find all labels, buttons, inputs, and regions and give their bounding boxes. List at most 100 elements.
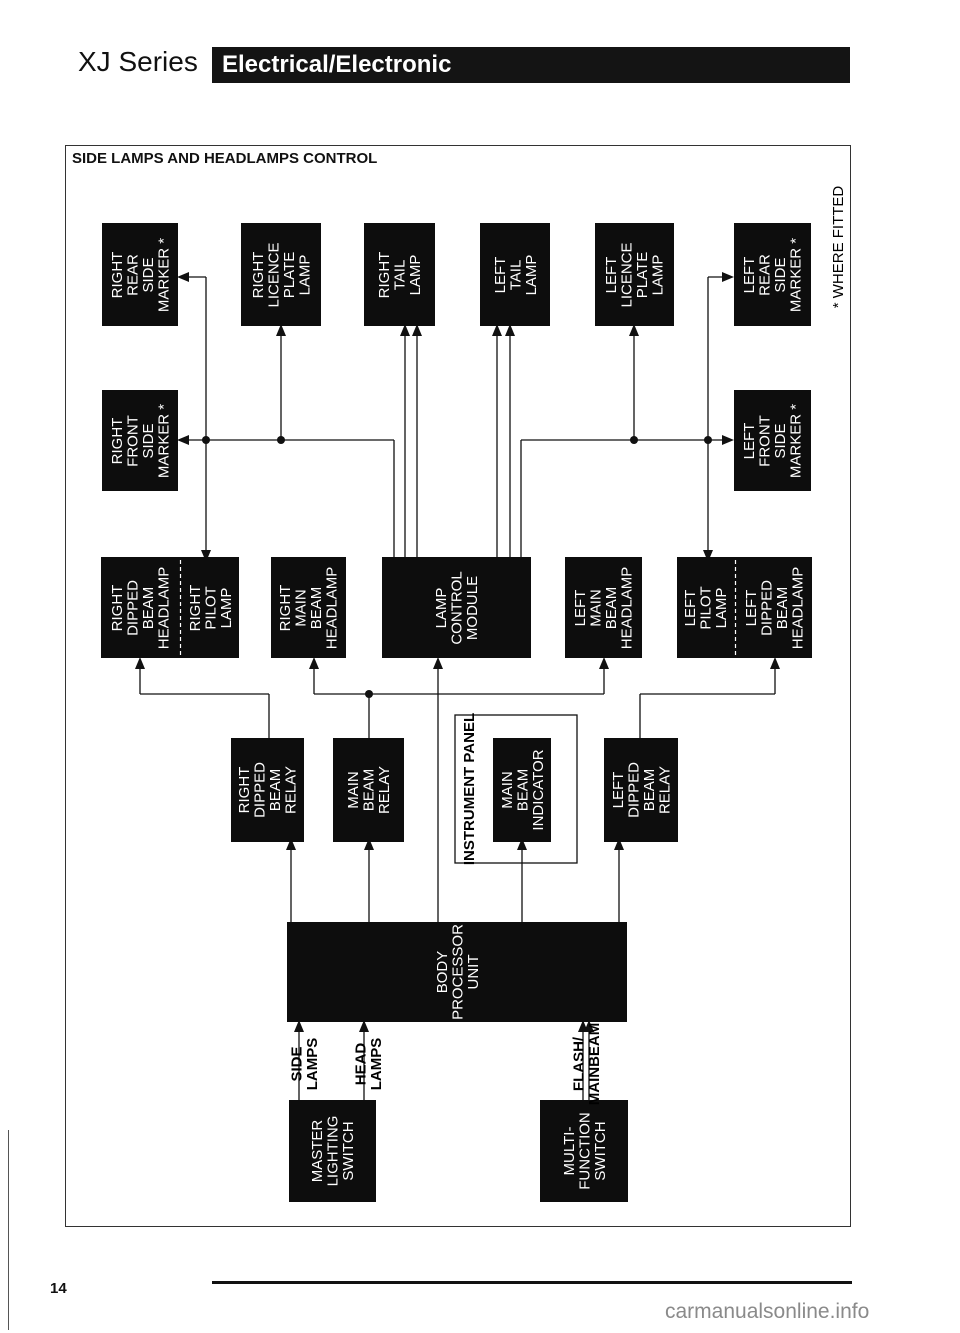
svg-text:LEFTDIPPEDBEAMHEADLAMP: LEFTDIPPEDBEAMHEADLAMP <box>743 567 807 650</box>
block-body-processor-unit: BODYPROCESSORUNIT <box>287 922 627 1022</box>
instrument-panel-outline <box>454 714 578 864</box>
label-line: LAMP <box>297 255 314 296</box>
svg-text:BODYPROCESSORUNIT: BODYPROCESSORUNIT <box>434 924 482 1020</box>
label-line: BEAM <box>267 769 284 812</box>
label-line: LIGHTING <box>324 1116 341 1187</box>
label-line: LAMP <box>713 588 730 629</box>
label-line: MAINBEAM <box>586 1023 603 1106</box>
svg-text:RIGHTFRONTSIDEMARKER *: RIGHTFRONTSIDEMARKER * <box>109 404 173 478</box>
label-line: SIDE <box>772 257 789 292</box>
label-line: RELAY <box>657 766 674 814</box>
label-line: SIDE <box>140 423 157 458</box>
block-master-lighting-switch: MASTERLIGHTINGSWITCH <box>289 1100 376 1202</box>
block-right-rear-side-marker: RIGHTREARSIDEMARKER * <box>102 223 178 326</box>
label-line: HEADLAMP <box>619 567 636 650</box>
label-line: LAMP <box>407 255 424 296</box>
block-right-dipped-beam-headlamp: RIGHTDIPPEDBEAMHEADLAMP <box>101 557 179 658</box>
label-line: CONTROL <box>448 571 465 644</box>
label-line: BEAM <box>360 769 377 812</box>
instrument-panel-label: INSTRUMENT PANEL <box>461 713 478 865</box>
label-line: SIDE <box>289 1046 306 1081</box>
block-multi-function-switch: MULTI-FUNCTIONSWITCH <box>540 1100 628 1202</box>
label-line: MARKER * <box>788 238 805 312</box>
label-line: UNIT <box>465 955 482 990</box>
label-line: DIPPED <box>759 580 776 636</box>
label-line: MULTI- <box>561 1127 578 1176</box>
svg-text:LEFTFRONTSIDEMARKER *: LEFTFRONTSIDEMARKER * <box>741 404 805 478</box>
label-line: MARKER * <box>156 238 173 312</box>
label-line: HEADLAMP <box>156 567 173 650</box>
svg-text:RIGHTMAINBEAMHEADLAMP: RIGHTMAINBEAMHEADLAMP <box>277 567 341 650</box>
block-left-pilot-lamp: LEFTPILOTLAMP <box>677 557 734 658</box>
label-line: MARKER * <box>788 404 805 478</box>
label-line: DIPPED <box>252 762 269 818</box>
block-lamp-control-module: LAMPCONTROLMODULE <box>382 557 531 658</box>
page-number: 14 <box>50 1280 67 1297</box>
block-right-main-beam-headlamp: RIGHTMAINBEAMHEADLAMP <box>271 557 346 658</box>
label-line: TAIL <box>507 260 524 291</box>
label-line: RIGHT <box>277 585 294 632</box>
svg-text:LEFTTAILLAMP: LEFTTAILLAMP <box>492 255 540 296</box>
pair-join-left <box>734 557 737 658</box>
diagram-frame <box>65 145 851 1227</box>
label-line: BEAM <box>774 587 791 630</box>
label-line: LEFT <box>741 423 758 460</box>
label-line: PROCESSOR <box>449 924 466 1020</box>
label-line: MASTER <box>309 1120 326 1183</box>
junction-dots <box>202 436 712 698</box>
label-line: BODY <box>434 951 451 994</box>
label-line: BEAM <box>603 587 620 630</box>
svg-text:LEFTREARSIDEMARKER *: LEFTREARSIDEMARKER * <box>741 238 805 312</box>
label-line: FUNCTION <box>576 1112 593 1190</box>
label-line: BEAM <box>140 587 157 630</box>
label-line: LAMPS <box>368 1038 385 1091</box>
label-line: INDICATOR <box>530 749 547 830</box>
pair-join-right <box>179 557 182 658</box>
label-line: HEADLAMP <box>324 567 341 650</box>
svg-text:RIGHTLICENCEPLATELAMP: RIGHTLICENCEPLATELAMP <box>250 242 314 307</box>
series-title: XJ Series <box>78 46 198 77</box>
label-line: BEAM <box>308 587 325 630</box>
label-line: RELAY <box>376 766 393 814</box>
label-line: LEFT <box>743 590 760 627</box>
label-line: LAMP <box>650 255 667 296</box>
label-line: DIPPED <box>626 762 643 818</box>
svg-text:MULTI-FUNCTIONSWITCH: MULTI-FUNCTIONSWITCH <box>561 1112 609 1190</box>
block-right-pilot-lamp: RIGHTPILOTLAMP <box>182 557 239 658</box>
svg-text:LEFTMAINBEAMHEADLAMP: LEFTMAINBEAMHEADLAMP <box>572 567 636 650</box>
label-line: DIPPED <box>125 580 142 636</box>
block-main-beam-relay: MAINBEAMRELAY <box>333 738 404 842</box>
label-line: FRONT <box>757 415 774 467</box>
label-line: LAMP <box>523 255 540 296</box>
label-line: SWITCH <box>340 1121 357 1180</box>
block-left-licence-plate-lamp: LEFTLICENCEPLATELAMP <box>595 223 674 326</box>
svg-text:MASTERLIGHTINGSWITCH: MASTERLIGHTINGSWITCH <box>309 1116 357 1187</box>
svg-text:RIGHTPILOTLAMP: RIGHTPILOTLAMP <box>187 585 235 632</box>
footer-rule <box>212 1281 852 1284</box>
block-right-dipped-beam-relay: RIGHTDIPPEDBEAMRELAY <box>231 738 304 842</box>
label-line: RELAY <box>283 766 300 814</box>
label-line: REAR <box>125 254 142 296</box>
head-lamps-label: HEADLAMPS <box>353 1038 385 1091</box>
label-line: MODULE <box>464 576 481 640</box>
label-line: SWITCH <box>592 1121 609 1180</box>
label-line: RIGHT <box>236 767 253 814</box>
svg-text:RIGHTTAILLAMP: RIGHTTAILLAMP <box>376 252 424 299</box>
label-line: HEADLAMP <box>790 567 807 650</box>
block-right-licence-plate-lamp: RIGHTLICENCEPLATELAMP <box>241 223 321 326</box>
label-line: FLASH/ <box>571 1036 588 1091</box>
label-line: SIDE <box>140 257 157 292</box>
label-line: PILOT <box>202 586 219 629</box>
block-left-dipped-beam-headlamp: LEFTDIPPEDBEAMHEADLAMP <box>737 557 812 658</box>
label-line: MAIN <box>588 589 605 627</box>
watermark: carmanualsonline.info <box>665 1300 870 1323</box>
label-line: LAMP <box>433 588 450 629</box>
svg-text:RIGHTREARSIDEMARKER *: RIGHTREARSIDEMARKER * <box>109 238 173 312</box>
label-line: RIGHT <box>187 585 204 632</box>
label-line: PLATE <box>281 252 298 298</box>
block-left-main-beam-headlamp: LEFTMAINBEAMHEADLAMP <box>565 557 642 658</box>
svg-text:LEFTPILOTLAMP: LEFTPILOTLAMP <box>682 586 730 629</box>
label-line: MAIN <box>345 771 362 809</box>
block-left-tail-lamp: LEFTTAILLAMP <box>480 223 550 326</box>
label-line: MARKER * <box>156 404 173 478</box>
